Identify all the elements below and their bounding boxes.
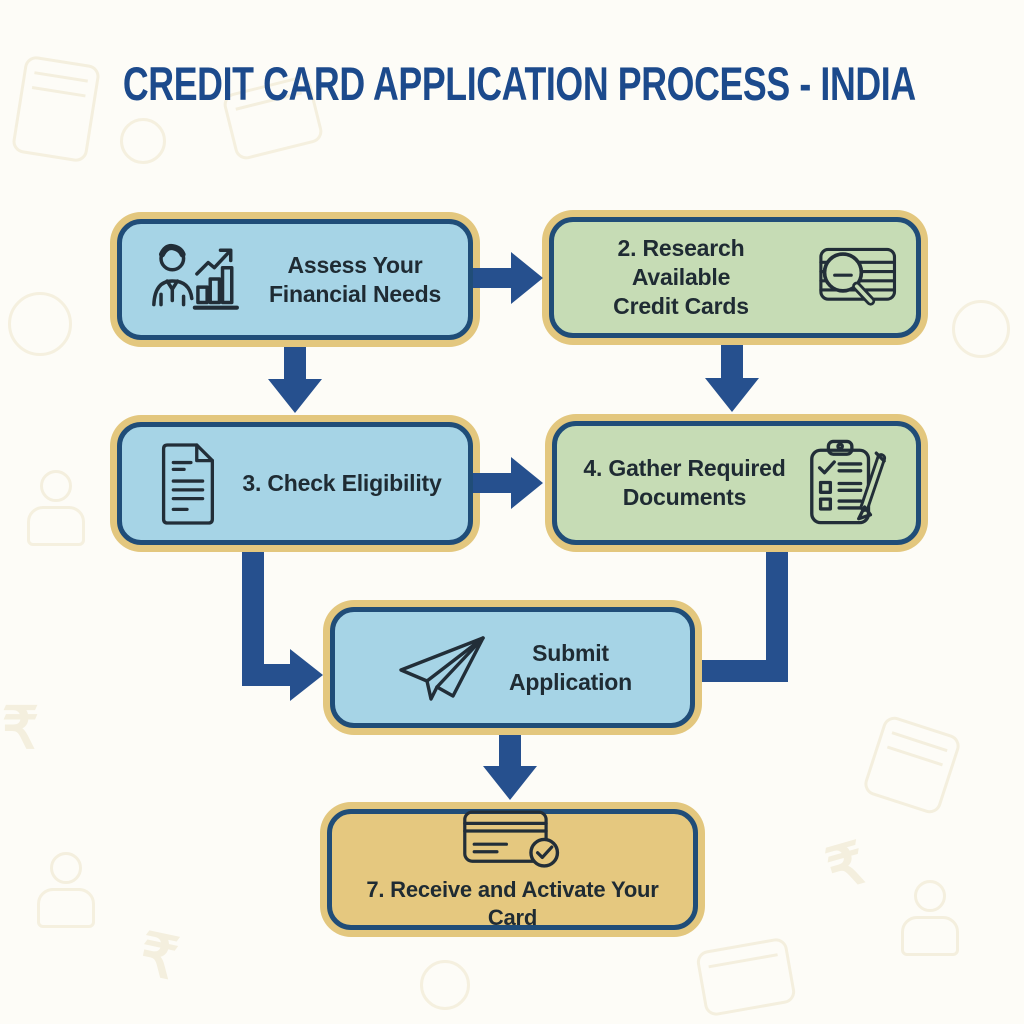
step-label-line: 4. Gather Required [583,455,786,482]
step-label-line: 7. Receive and Activate Your Card [366,877,659,930]
background-doodle-card [861,713,963,817]
document-icon [162,442,215,525]
step-label-eligibility: 3. Check Eligibility [242,469,441,498]
background-doodle-person [36,852,96,930]
step-label-line: 2. Research Available [617,235,745,291]
person-chart-icon [152,243,239,310]
step-label-line: Financial Needs [268,280,442,307]
background-doodle-coin [120,118,166,164]
paper-plane-icon [399,635,485,701]
background-doodle-rupee: ₹ [819,830,874,903]
background-doodle-card [694,936,798,1018]
background-doodle-coin [8,292,72,356]
step-box-assess: Assess Your Financial Needs [117,219,473,340]
arrow-assess-to-eligibility [268,347,322,413]
clipboard-checklist-icon [809,439,886,525]
step-label-receive: 7. Receive and Activate Your Card [340,876,685,931]
page-title: CREDIT CARD APPLICATION PROCESS - INDIA [122,57,916,110]
step-label-documents: 4. Gather Required Documents [583,454,785,512]
step-box-documents: 4. Gather Required Documents [552,421,921,545]
step-label-submit: Submit Application [509,639,632,697]
step-label-research: 2. Research Available Credit Cards [570,234,792,320]
arrow-eligibility-to-documents [473,457,543,509]
background-doodle-person [26,470,86,548]
arrow-research-to-documents [705,345,759,412]
background-doodle-coin [420,960,470,1010]
background-doodle-rupee: ₹ [2,696,39,761]
card-check-icon [462,810,559,868]
step-box-eligibility: 3. Check Eligibility [117,422,473,545]
step-box-research: 2. Research Available Credit Cards [549,217,921,338]
step-label-line: Application [508,668,633,695]
elbow-arrow-eligibility-to-submit [242,552,323,701]
step-label-line: Assess Your [287,251,423,278]
step-label-line: Credit Cards [613,292,749,319]
elbow-connector-documents-to-submit [702,552,788,682]
step-label-line: 3. Check Eligibility [242,470,442,497]
arrow-submit-to-receive [483,735,537,800]
step-box-submit: Submit Application [330,607,695,728]
step-label-line: Documents [622,484,747,510]
arrow-assess-to-research [473,252,543,304]
background-doodle-coin [952,300,1010,358]
background-doodle-card [10,54,102,164]
step-label-line: Submit [532,639,609,666]
background-doodle-person [900,880,960,958]
step-box-receive: 7. Receive and Activate Your Card [327,809,698,930]
step-label-assess: Assess Your Financial Needs [269,251,441,309]
background-doodle-rupee: ₹ [133,920,184,993]
card-magnifier-icon [819,247,897,306]
